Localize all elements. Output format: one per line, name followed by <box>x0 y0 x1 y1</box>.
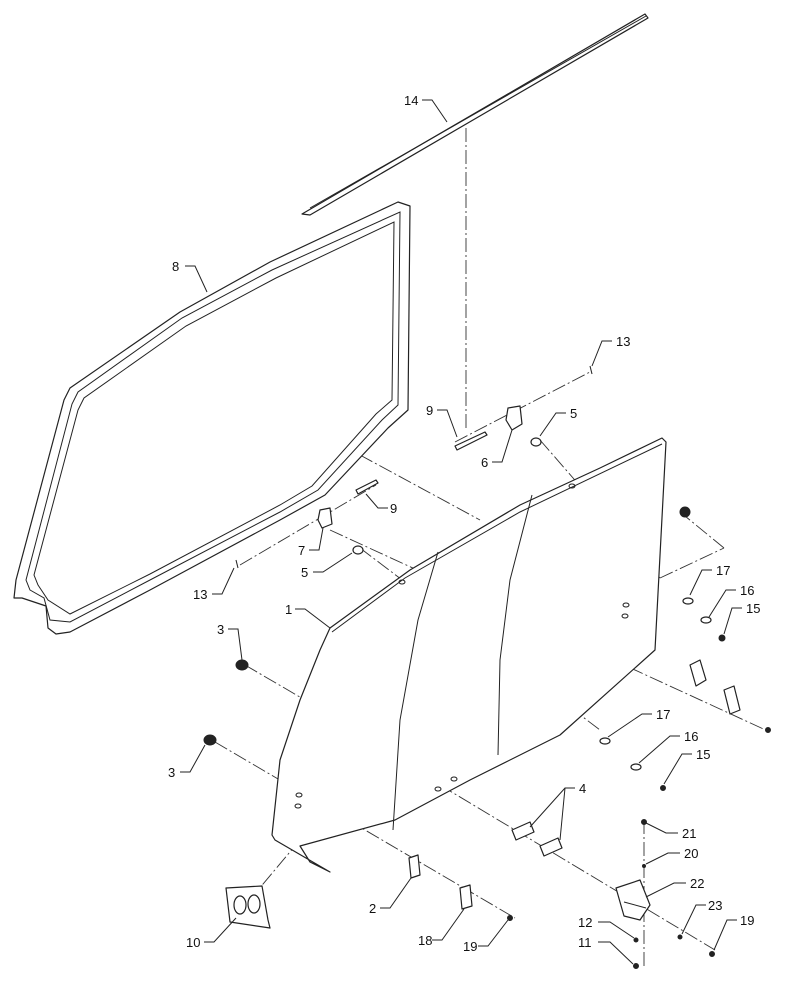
leader-lines <box>180 99 742 965</box>
callout-3-lower: 3 <box>168 765 175 780</box>
callout-5-lower: 5 <box>301 565 308 580</box>
callout-19-right: 19 <box>740 913 754 928</box>
callout-1: 1 <box>285 602 292 617</box>
callout-2: 2 <box>369 901 376 916</box>
callout-13-lower: 13 <box>193 587 207 602</box>
callout-11: 12 <box>578 915 592 930</box>
callout-19-left: 19 <box>463 939 477 954</box>
callout-21: 21 <box>682 826 696 841</box>
callout-6: 6 <box>481 455 488 470</box>
callout-14: 14 <box>404 93 418 108</box>
callout-8: 8 <box>172 259 179 274</box>
callout-17-upper: 17 <box>716 563 730 578</box>
part-14-strip <box>301 13 649 216</box>
callout-22: 22 <box>690 876 704 891</box>
callout-16-lower: 16 <box>684 729 698 744</box>
callout-12: 10 <box>186 935 200 950</box>
callout-4: 4 <box>579 781 586 796</box>
part-1-door-glass <box>271 437 667 873</box>
hardware <box>203 365 771 969</box>
callout-9-lower: 9 <box>390 501 397 516</box>
callout-23: 23 <box>708 898 722 913</box>
part-8-window-seal <box>13 201 411 635</box>
callout-17-lower: 17 <box>656 707 670 722</box>
callout-3-upper: 3 <box>217 622 224 637</box>
callout-20: 20 <box>684 846 698 861</box>
callout-5-upper: 5 <box>570 406 577 421</box>
callout-labels: 14 8 13 9 5 6 9 7 5 13 1 3 3 17 16 15 17… <box>168 93 760 954</box>
callout-15-lower: 15 <box>696 747 710 762</box>
callout-15-upper: 15 <box>746 601 760 616</box>
callout-9-upper: 9 <box>426 403 433 418</box>
callout-7: 7 <box>298 543 305 558</box>
callout-18: 18 <box>418 933 432 948</box>
callout-13-upper: 13 <box>616 334 630 349</box>
callout-10: 11 <box>578 935 592 950</box>
callout-16-upper: 16 <box>740 583 754 598</box>
